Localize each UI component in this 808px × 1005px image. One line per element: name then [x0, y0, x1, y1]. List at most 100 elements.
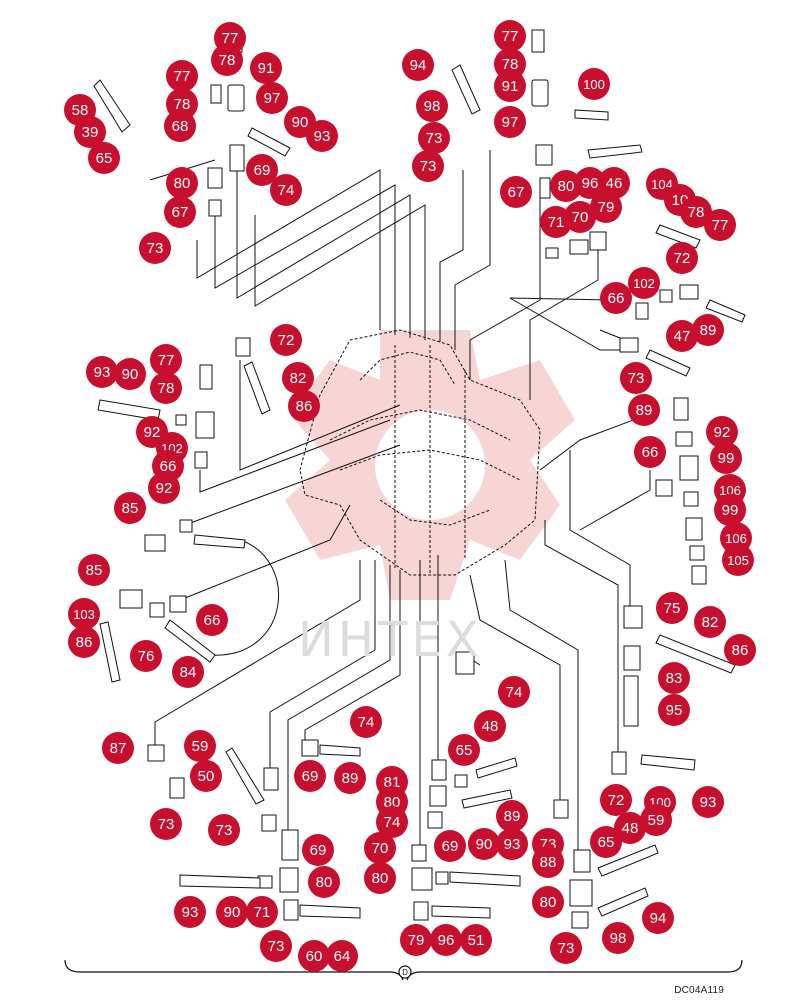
callout-number: 70	[572, 209, 589, 226]
callout-number: 66	[204, 612, 221, 629]
callout-99: 99	[714, 494, 746, 526]
callout-bubble	[174, 896, 206, 928]
callout-69: 69	[434, 830, 466, 862]
callout-bubble	[308, 866, 340, 898]
callout-number: 106	[725, 531, 747, 546]
callout-number: 73	[426, 130, 443, 147]
callout-66: 66	[196, 604, 228, 636]
callout-bubble	[578, 68, 610, 100]
callout-66: 66	[634, 436, 666, 468]
callout-60: 60	[298, 940, 330, 972]
callout-number: 89	[342, 770, 359, 787]
callout-bubble	[294, 760, 326, 792]
callout-100: 100	[578, 68, 610, 100]
callout-102: 102	[628, 267, 660, 299]
callout-number: 73	[420, 158, 437, 175]
callout-bubble	[448, 734, 480, 766]
callout-bubble	[78, 554, 110, 586]
callout-number: 69	[302, 768, 319, 785]
callout-number: 78	[502, 56, 519, 73]
callout-number: 85	[122, 500, 139, 517]
bottom-marker-label: D	[402, 968, 408, 977]
callout-96: 96	[430, 924, 462, 956]
callout-number: 92	[714, 424, 731, 441]
callout-bubble	[246, 154, 278, 186]
callout-80: 80	[550, 170, 582, 202]
callout-bubble	[211, 44, 243, 76]
callout-96: 96	[574, 167, 606, 199]
callout-95: 95	[658, 694, 690, 726]
callout-80: 80	[308, 866, 340, 898]
callout-bubble	[656, 592, 688, 624]
callout-number: 92	[144, 424, 161, 441]
callout-103: 103	[68, 598, 100, 630]
callout-bubble	[614, 812, 646, 844]
callout-69: 69	[302, 834, 334, 866]
callout-number: 60	[306, 948, 323, 965]
callout-bubble	[680, 196, 712, 228]
callout-bubble	[150, 372, 182, 404]
callout-91: 91	[494, 70, 526, 102]
callout-51: 51	[460, 924, 492, 956]
callout-number: 89	[636, 402, 653, 419]
callout-85: 85	[114, 492, 146, 524]
callout-bubble	[564, 201, 596, 233]
callout-bubble	[416, 90, 448, 122]
callout-74: 74	[270, 174, 302, 206]
callout-39: 39	[74, 116, 106, 148]
callout-84: 84	[172, 656, 204, 688]
callout-59: 59	[640, 804, 672, 836]
callout-bubble	[148, 472, 180, 504]
callout-79: 79	[400, 924, 432, 956]
callout-number: 86	[76, 634, 93, 651]
callout-bubble	[434, 830, 466, 862]
callout-bubble	[256, 82, 288, 114]
callout-number: 78	[174, 96, 191, 113]
callout-number: 48	[622, 820, 639, 837]
callout-bubble	[724, 634, 756, 666]
callout-74: 74	[350, 706, 382, 738]
callout-number: 74	[358, 714, 375, 731]
callout-number: 39	[82, 124, 99, 141]
bottom-bracket	[64, 959, 743, 981]
callout-72: 72	[666, 242, 698, 274]
callout-65: 65	[590, 826, 622, 858]
callout-number: 106	[719, 483, 741, 498]
callout-number: 78	[688, 204, 705, 221]
callout-91: 91	[250, 52, 282, 84]
callout-bubble	[658, 694, 690, 726]
callout-bubble	[706, 416, 738, 448]
callout-number: 80	[372, 870, 389, 887]
callout-number: 96	[582, 175, 599, 192]
callout-bubble	[250, 52, 282, 84]
callout-bubble	[216, 896, 248, 928]
callout-bubble	[114, 358, 146, 390]
callout-bubble	[590, 191, 622, 223]
callout-77: 77	[150, 344, 182, 376]
callout-97: 97	[494, 106, 526, 138]
callout-bubble	[412, 150, 444, 182]
callout-number: 82	[702, 614, 719, 631]
callout-number: 59	[648, 812, 665, 829]
callout-71: 71	[540, 206, 572, 238]
callout-67: 67	[500, 176, 532, 208]
callout-number: 77	[222, 30, 239, 47]
callout-number: 103	[73, 607, 95, 622]
callout-bubble	[184, 730, 216, 762]
callout-bubble	[302, 834, 334, 866]
callout-77: 77	[166, 60, 198, 92]
callout-92: 92	[148, 472, 180, 504]
callout-number: 59	[192, 738, 209, 755]
callout-number: 80	[540, 894, 557, 911]
callout-number: 77	[712, 217, 729, 234]
callout-67: 67	[164, 196, 196, 228]
callout-bubble	[282, 362, 314, 394]
callout-number: 72	[278, 332, 295, 349]
callout-number: 93	[700, 794, 717, 811]
callout-bubble	[166, 167, 198, 199]
callout-number: 69	[254, 162, 271, 179]
callout-number: 66	[160, 458, 177, 475]
callout-number: 91	[258, 60, 275, 77]
callout-number: 95	[666, 702, 683, 719]
